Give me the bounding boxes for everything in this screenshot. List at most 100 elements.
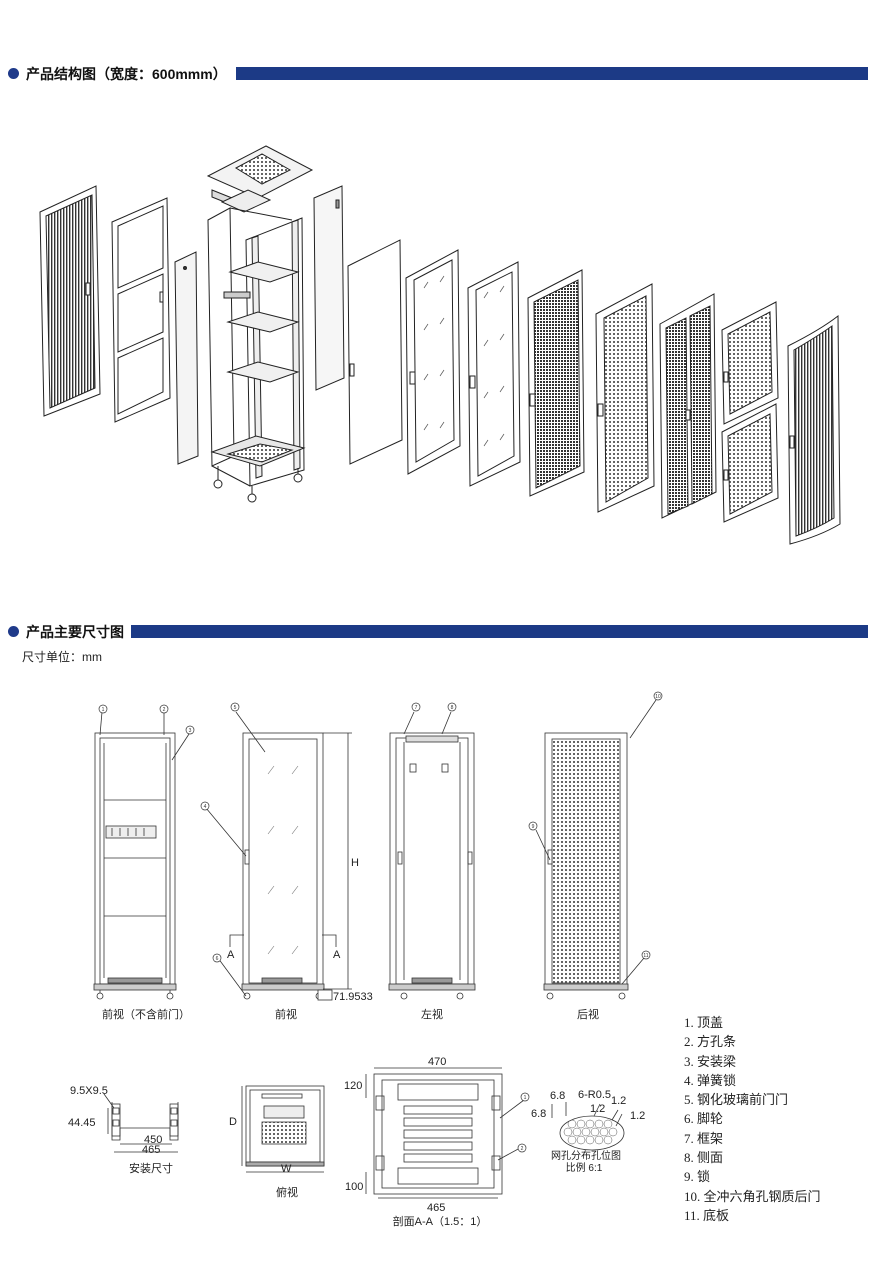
left-view xyxy=(388,711,476,1000)
dim-465a: 465 xyxy=(142,1144,160,1156)
legend-item: 9. 锁 xyxy=(684,1169,711,1185)
callout-10 xyxy=(653,691,663,701)
section-title-dimensions: 产品主要尺寸图 xyxy=(26,624,124,640)
dim-a-left: A xyxy=(227,949,235,961)
front-view-glass xyxy=(205,711,352,1001)
caption-front: 前视 xyxy=(275,1007,297,1021)
caption-hole-map: 网孔分布孔位图 xyxy=(551,1149,621,1162)
svg-text:5: 5 xyxy=(234,705,237,711)
svg-text:9: 9 xyxy=(532,824,535,830)
caption-top: 俯视 xyxy=(276,1185,298,1199)
top-view xyxy=(241,1085,325,1173)
section-header-structure: 产品结构图（宽度：600mmm） xyxy=(0,63,880,83)
dimension-drawings: 1 2 3 4 5 6 7 8 9 10 11 1 2 H A A 71.953… xyxy=(68,691,663,1228)
part-rear-mesh-door-left xyxy=(39,185,101,417)
part-curved-mesh-door xyxy=(787,314,841,545)
legend-item: 4. 弹簧锁 xyxy=(684,1072,737,1088)
caption-rear: 后视 xyxy=(577,1007,599,1021)
svg-text:2: 2 xyxy=(521,1146,524,1152)
part-double-mesh-door xyxy=(659,293,717,519)
dim-12b: 1.2 xyxy=(590,1103,605,1115)
hex-hole-map xyxy=(551,1102,625,1151)
svg-text:11: 11 xyxy=(643,953,648,959)
callout-5 xyxy=(230,702,240,712)
callout-6 xyxy=(212,953,222,963)
dim-12a: 1.2 xyxy=(611,1095,626,1107)
section-bullet xyxy=(8,68,19,79)
dim-120: 120 xyxy=(344,1080,362,1092)
front-view-no-door xyxy=(93,711,190,1000)
dim-71: 71.9533 xyxy=(333,991,373,1003)
callout-3 xyxy=(185,725,195,735)
dim-95: 9.5X9.5 xyxy=(70,1085,108,1097)
dim-r05: 6-R0.5 xyxy=(578,1089,611,1101)
caption-section: 剖面A-A（1.5：1） xyxy=(393,1214,488,1228)
legend-item: 2. 方孔条 xyxy=(684,1034,737,1050)
part-split-mesh-door xyxy=(721,301,779,523)
svg-text:4: 4 xyxy=(204,804,207,810)
legend-item: 7. 框架 xyxy=(684,1130,724,1146)
legend-item: 10. 全冲六角孔钢质后门 xyxy=(684,1188,821,1204)
part-side-panel-right xyxy=(313,185,345,391)
legend-item: 3. 安装梁 xyxy=(684,1053,737,1069)
dim-d: D xyxy=(229,1116,237,1128)
legend-item: 5. 钢化玻璃前门门 xyxy=(684,1092,789,1108)
dim-68a: 6.8 xyxy=(550,1090,565,1102)
dim-465b: 465 xyxy=(427,1202,445,1214)
callout-9 xyxy=(528,821,538,831)
svg-text:2: 2 xyxy=(163,707,166,713)
legend-item: 8. 侧面 xyxy=(684,1150,724,1166)
callout-8 xyxy=(447,702,457,712)
part-solid-door xyxy=(347,239,403,465)
section-rule xyxy=(131,625,868,638)
dim-h: H xyxy=(351,857,359,869)
part-glass-door-1 xyxy=(405,249,461,475)
callout-1 xyxy=(98,704,108,714)
section-bullet xyxy=(8,626,19,637)
callout-4 xyxy=(200,801,210,811)
parts-legend: 1. 顶盖 2. 方孔条 3. 安装梁 4. 弹簧锁 5. 钢化玻璃前门门 6.… xyxy=(684,1012,821,1224)
dim-12c: 1.2 xyxy=(630,1110,645,1122)
unit-label: 尺寸单位：mm xyxy=(22,650,102,664)
callout-2b xyxy=(517,1143,527,1153)
callout-1b xyxy=(520,1092,530,1102)
callout-11 xyxy=(641,950,651,960)
mount-size-drawing xyxy=(103,1093,179,1153)
caption-front-no-door: 前视（不含前门） xyxy=(102,1007,190,1021)
caption-mount: 安装尺寸 xyxy=(129,1161,173,1175)
rear-view xyxy=(535,699,657,1000)
dim-68b: 6.8 xyxy=(531,1108,546,1120)
part-mesh-door-dark xyxy=(527,269,585,497)
callout-7 xyxy=(411,702,421,712)
svg-text:10: 10 xyxy=(655,694,661,700)
svg-text:1: 1 xyxy=(102,707,105,713)
svg-text:3: 3 xyxy=(189,728,192,734)
section-aa xyxy=(365,1067,525,1199)
dim-a-right: A xyxy=(333,949,341,961)
dim-4445: 44.45 xyxy=(68,1117,96,1129)
part-mesh-door-light xyxy=(595,283,655,513)
svg-text:7: 7 xyxy=(415,705,418,711)
svg-text:1: 1 xyxy=(524,1095,527,1101)
part-frame-door xyxy=(111,197,171,423)
legend-item: 6. 脚轮 xyxy=(684,1111,724,1127)
exploded-structure-drawing xyxy=(39,145,841,545)
callout-2 xyxy=(159,704,169,714)
part-glass-door-2 xyxy=(467,261,521,487)
dim-w: W xyxy=(281,1163,292,1175)
part-top-cover xyxy=(206,145,314,213)
legend-item: 1. 顶盖 xyxy=(684,1015,724,1030)
part-side-panel-left xyxy=(174,251,199,465)
svg-text:6: 6 xyxy=(216,956,219,962)
caption-hole-scale: 比例 6:1 xyxy=(566,1161,603,1174)
dim-100: 100 xyxy=(345,1181,363,1193)
caption-left: 左视 xyxy=(421,1007,443,1021)
part-frame-body xyxy=(207,207,306,503)
legend-item: 11. 底板 xyxy=(684,1207,730,1223)
section-header-dimensions: 产品主要尺寸图 xyxy=(0,621,880,641)
section-title-structure: 产品结构图（宽度：600mmm） xyxy=(26,66,227,82)
dim-450: 450 xyxy=(144,1134,162,1146)
svg-text:8: 8 xyxy=(451,705,454,711)
section-rule xyxy=(236,67,868,80)
dim-470: 470 xyxy=(428,1056,446,1068)
